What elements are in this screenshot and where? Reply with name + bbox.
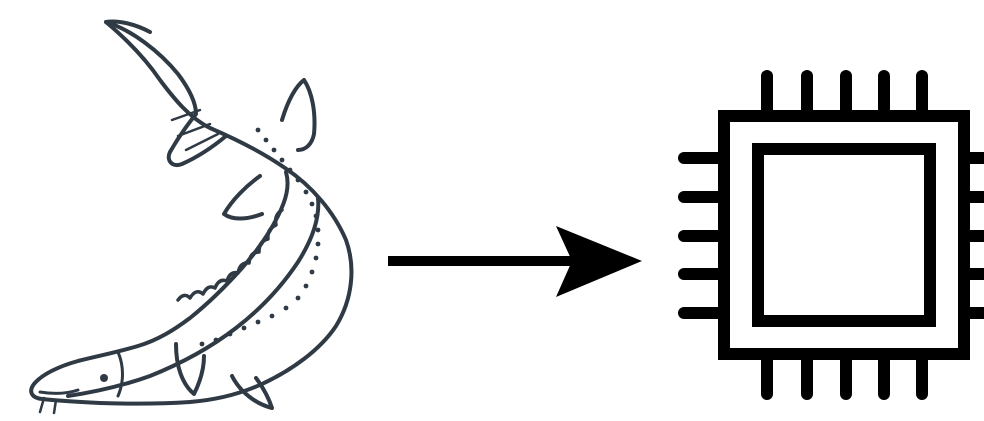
chip-pins-top <box>761 70 928 118</box>
chip-pins-bottom <box>761 352 928 400</box>
fish-tail-fin-rays <box>170 108 220 152</box>
fish-belly-line <box>66 196 321 398</box>
fish-eye <box>100 374 108 382</box>
fish-lateral-dots <box>199 127 321 347</box>
flow-arrow <box>388 226 642 297</box>
fish-pelvic-fin <box>230 374 274 410</box>
fish-gill-line <box>116 350 124 398</box>
fish-barbels <box>38 396 58 415</box>
fish-tail-fin <box>104 20 228 167</box>
chip-inner-die <box>752 143 936 327</box>
fish-pectoral-fin <box>174 342 206 396</box>
cpu-chip-icon <box>678 70 984 400</box>
fish-dorsal-fin <box>280 78 317 152</box>
arrow-head <box>556 226 642 297</box>
fish-anal-fin <box>222 174 264 221</box>
fish-mouth <box>38 388 80 395</box>
fish-scute-ridge <box>176 208 284 302</box>
chip-pins-right <box>962 152 984 319</box>
sturgeon-fish-icon <box>29 19 354 415</box>
chip-pins-left <box>678 152 726 319</box>
fish-body-outline <box>29 19 354 406</box>
